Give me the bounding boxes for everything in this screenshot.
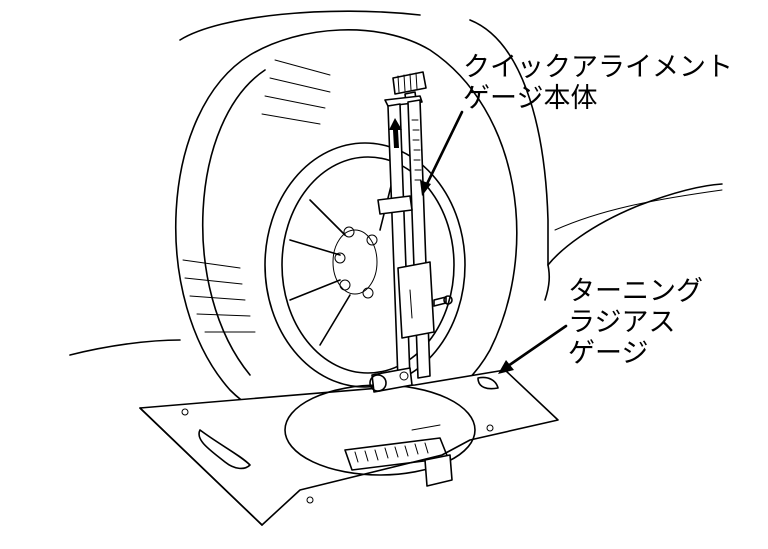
label-line: ゲージ本体 [463,83,598,114]
quick-alignment-gauge-label: クイックアライメント ゲージ本体 [463,52,733,114]
label-line: ターニング [568,276,703,307]
label-line: クイックアライメント [463,52,733,83]
quick-alignment-gauge [369,71,453,393]
label-line: ゲージ [568,338,649,369]
label-line: ラジアス [568,307,676,338]
turning-radius-gauge-label: ターニング ラジアス ゲージ [568,276,703,369]
vehicle-fender [69,10,723,356]
tire [175,29,518,433]
wheel-rim [264,142,466,388]
leader-lines [420,110,568,374]
turning-radius-gauge [139,369,559,526]
